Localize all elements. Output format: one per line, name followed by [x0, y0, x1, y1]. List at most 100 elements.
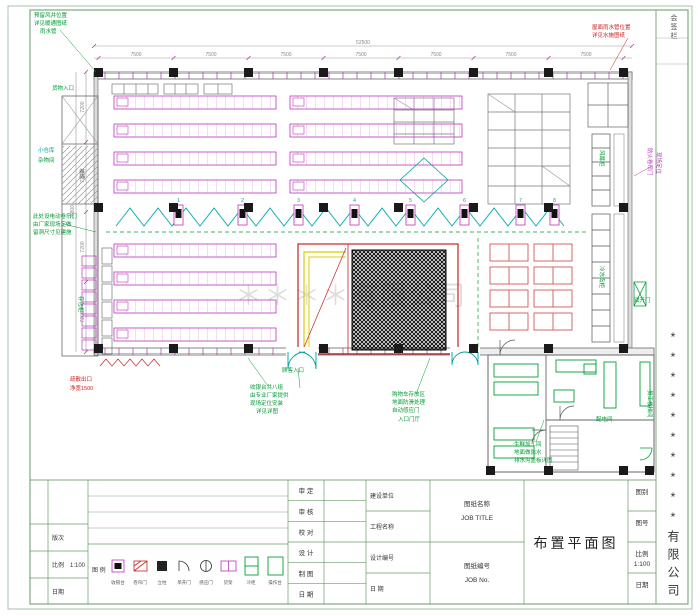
- annotation: 杂物间: [38, 156, 55, 164]
- job-no-label-en: JOB No.: [465, 577, 490, 584]
- field-value: 1:100: [70, 563, 86, 569]
- annotation: 防火卷帘门: [646, 148, 654, 176]
- rack: [289, 123, 463, 138]
- annotation: 现场定位: [655, 152, 663, 175]
- sign-row-label: 设 计: [299, 548, 314, 557]
- annotation: 货物入口: [52, 84, 74, 92]
- legend-symbol-cooler: [244, 556, 259, 576]
- annotation: 详见水施图纸: [592, 31, 626, 39]
- annotation: 净宽1500: [70, 384, 93, 392]
- annotation: 入口门厅: [398, 415, 421, 423]
- project-row-label: 工程名称: [370, 523, 394, 531]
- checkout-number: 2: [241, 198, 244, 204]
- annotation: 排水沟盖板详图: [514, 456, 553, 464]
- dim-bay: 7200: [80, 311, 86, 322]
- dimension-lines: [75, 43, 635, 355]
- dim-total-left: 28800: [70, 205, 76, 219]
- checkout-number: 8: [553, 198, 556, 204]
- annex-stair: [549, 425, 579, 471]
- annotation: 由专业厂家提供: [250, 391, 289, 399]
- sign-row-label: 制 图: [299, 569, 314, 578]
- annotation: 坡道: [78, 168, 86, 180]
- legend-item-label: 操作台: [268, 579, 282, 586]
- legend-item-label: 单开门: [177, 579, 191, 586]
- sign-row-label: 校 对: [299, 528, 314, 537]
- hatched-core: [351, 249, 447, 351]
- dim-bay: 7500: [505, 52, 516, 58]
- right-counters: [591, 133, 625, 343]
- zone-dividers: [106, 231, 588, 348]
- annotation: 小仓库: [38, 146, 55, 154]
- legend-item-label: 收银台: [111, 579, 125, 586]
- dim-bay: 7500: [280, 52, 291, 58]
- countersign-label: 会签栏: [670, 14, 677, 41]
- lockers: [81, 255, 97, 351]
- legend: 图 例 收银台 卷帘门 立柱 单开门 感应门 货架 冷柜 操作台: [92, 556, 284, 586]
- checkout-stands: [173, 204, 560, 226]
- annotation: 生鲜加工间: [514, 440, 542, 448]
- checkout-lane: 1 2 3 4 5 6 7 8: [115, 198, 565, 227]
- rack: [113, 271, 277, 286]
- racks-upper: [113, 95, 463, 194]
- annex-tables: [493, 359, 651, 459]
- produce-grid: [487, 93, 571, 205]
- sign-row-label: 审 核: [299, 507, 314, 516]
- job-no-label-cn: 图纸编号: [464, 561, 491, 570]
- legend-item-label: 感应门: [199, 579, 213, 586]
- sign-row-label: 审 定: [299, 486, 314, 495]
- annotation: 存包柜: [77, 296, 85, 313]
- legend-symbol-shutter: [133, 560, 148, 572]
- annotation: 此处设电动卷帘门: [33, 212, 77, 220]
- annotation: 员工楼梯间: [646, 390, 654, 418]
- field-label: 图号: [636, 519, 650, 527]
- checkout-number: 4: [353, 198, 356, 204]
- legend-item-label: 立柱: [158, 579, 167, 586]
- annotation: 自动感应门: [392, 406, 420, 414]
- legend-symbol-sensor-door: [200, 560, 212, 572]
- rack: [113, 299, 277, 314]
- legend-symbol-column: [157, 561, 167, 571]
- fresh-tables: [489, 243, 573, 331]
- sign-row-label: 日 期: [299, 591, 314, 599]
- dim-bay: 7500: [580, 52, 591, 58]
- annotation: 详见暖通图纸: [34, 19, 68, 27]
- legend-item-label: 卷帘门: [133, 579, 147, 586]
- annotation: 详见详图: [256, 407, 279, 415]
- checkout-number: 6: [463, 198, 466, 204]
- legend-title: 图 例: [92, 566, 106, 574]
- annotation: 冷冻岛柜: [598, 266, 606, 289]
- annotation: 顾客入口: [282, 366, 304, 374]
- entrance-doors: [286, 347, 480, 370]
- field-label: 日期: [636, 581, 650, 589]
- annotation: 现场定位安装: [250, 399, 284, 407]
- rack: [289, 95, 463, 110]
- field-label: 图别: [636, 487, 649, 496]
- rack: [113, 151, 277, 166]
- rack: [289, 179, 463, 194]
- job-title-label-en: JOB TITLE: [461, 515, 494, 522]
- annotation: 屋面雨水管位置: [592, 23, 631, 31]
- annex-doors: [499, 339, 653, 461]
- annotation: 预留风井位置: [34, 11, 68, 19]
- drawing-title: 布置平面图: [534, 535, 619, 551]
- exit-marking: [99, 358, 161, 367]
- plan-annotations: 预留风井位置 详见暖通图纸 雨水管 货物入口 小仓库 杂物间 此处设电动卷帘门 …: [33, 11, 663, 464]
- company-name-vertical: **********有限公司: [666, 330, 680, 602]
- dim-bay: 7500: [430, 52, 441, 58]
- right-door-fixture: [633, 281, 647, 307]
- columns: [94, 68, 654, 475]
- annotation: 风幕柜: [598, 150, 606, 167]
- legend-item-label: 冷柜: [247, 579, 256, 586]
- project-row-label: 设计编号: [370, 554, 394, 562]
- annotation: 由厂家现场定做: [33, 220, 72, 228]
- rack: [113, 95, 277, 110]
- checkout-number: 3: [297, 198, 300, 204]
- annotation: 配电间: [596, 415, 613, 423]
- promo-stand: [399, 157, 449, 203]
- annotation: 地面做防水: [514, 448, 542, 456]
- checkout-number: 5: [409, 198, 412, 204]
- annotation: 雨水管: [40, 27, 57, 35]
- right-top-room: [587, 82, 629, 128]
